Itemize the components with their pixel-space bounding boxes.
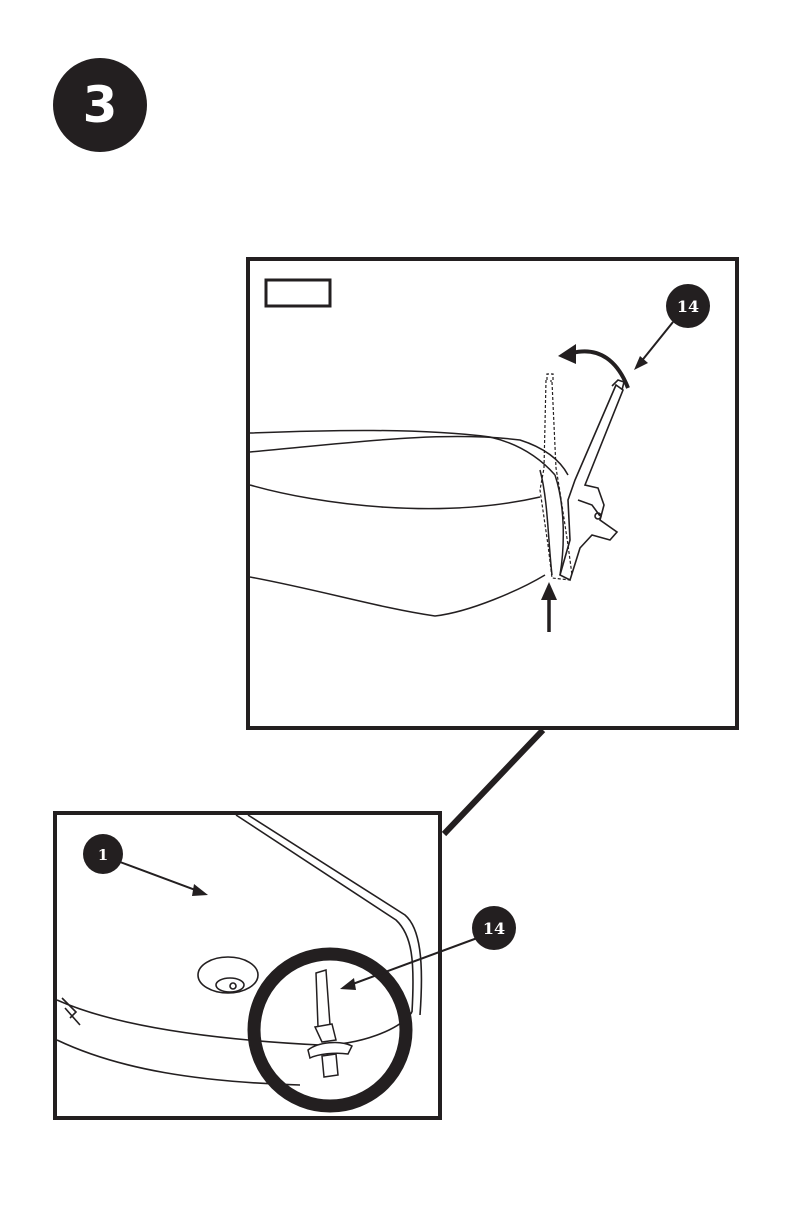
detail-panel: 14	[248, 259, 737, 728]
detail-label-box	[266, 280, 330, 306]
svg-text:14: 14	[677, 297, 699, 316]
base-panel: 1 14	[55, 813, 516, 1118]
panel-connector-line	[444, 730, 543, 834]
svg-text:1: 1	[98, 846, 108, 864]
svg-text:14: 14	[483, 919, 505, 938]
